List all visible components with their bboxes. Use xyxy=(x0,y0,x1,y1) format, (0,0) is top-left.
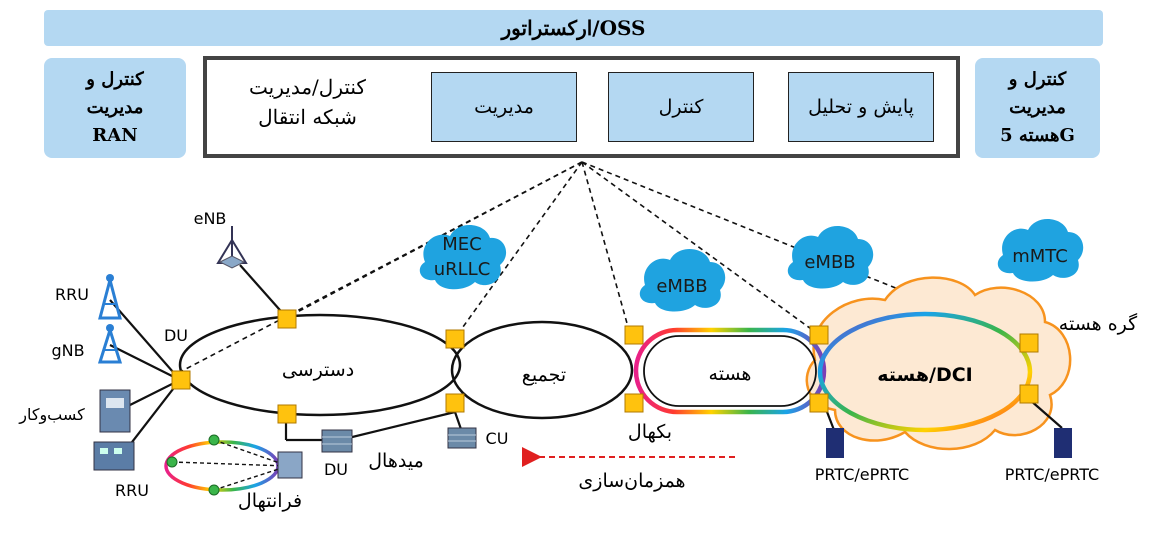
switch-node xyxy=(1019,333,1039,353)
cloud-label-embb-core: eMBB xyxy=(656,276,707,297)
oss-orchestrator-bar: ارکستراتور/OSS xyxy=(44,10,1103,46)
label-du-top: DU xyxy=(164,326,188,345)
dci-ring xyxy=(817,311,1033,433)
core5g-management-box: کنترل و مدیریت هسته 5G xyxy=(975,58,1100,158)
label-business: کسب‌وکار xyxy=(18,405,85,425)
ring-label-dci: هسته/DCI xyxy=(877,364,973,386)
fronthaul-hub-icon xyxy=(277,451,303,479)
switch-node xyxy=(624,325,644,345)
fronthaul-ring xyxy=(164,440,280,492)
business-building-icon xyxy=(99,389,131,433)
switch-node xyxy=(809,325,829,345)
ring-label-access: دسترسی xyxy=(282,359,354,381)
rru-tower-icon xyxy=(98,274,122,320)
switch-node xyxy=(171,370,191,390)
label-midhaul: میدهال xyxy=(368,450,424,472)
prtc-server-icon xyxy=(826,428,844,458)
du-server-icon xyxy=(321,429,353,453)
label-enb: eNB xyxy=(194,209,227,228)
radio-unit-icon xyxy=(208,434,220,446)
radio-unit-icon xyxy=(208,484,220,496)
transport-management-title: کنترل/مدیریت شبکه انتقال xyxy=(249,75,366,129)
ring-label-core: هسته xyxy=(709,363,752,385)
label-fronthaul: فرانتهال xyxy=(238,490,302,512)
switch-node xyxy=(277,404,297,424)
core-ring-rainbow xyxy=(633,327,827,415)
label-sync: همزمان‌سازی xyxy=(578,470,685,492)
core-ring-black xyxy=(643,335,817,407)
switch-node xyxy=(809,393,829,413)
label-core-node: گره هسته xyxy=(1059,312,1138,335)
management-dashed-links xyxy=(179,161,1031,373)
cloud-label-mec: MEC xyxy=(442,234,481,255)
fronthaul-dashed-links xyxy=(171,439,289,491)
label-cu: CU xyxy=(486,429,509,448)
label-gnb: gNB xyxy=(51,341,84,360)
mec-urllc-cloud xyxy=(419,224,507,290)
cu-server-icon xyxy=(447,427,477,449)
mmtc-cloud xyxy=(997,218,1084,282)
monitoring-analysis-module: پایش و تحلیل xyxy=(788,72,934,142)
switch-nodes xyxy=(171,309,1039,424)
control-module: کنترل xyxy=(608,72,754,142)
management-module: مدیریت xyxy=(431,72,577,142)
prtc-server-icon xyxy=(1054,428,1072,458)
label-prtc-2: PRTC/ePRTC xyxy=(1005,465,1099,484)
switch-node xyxy=(277,309,297,329)
switch-node xyxy=(1019,384,1039,404)
ran-management-box: کنترل و مدیریت RAN xyxy=(44,58,186,158)
switch-node xyxy=(445,329,465,349)
label-rru-top: RRU xyxy=(55,285,89,304)
label-prtc-1: PRTC/ePRTC xyxy=(815,465,909,484)
embb-cloud-core xyxy=(639,248,726,312)
switch-node xyxy=(445,393,465,413)
cloud-label-mmtc: mMTC xyxy=(1012,246,1068,267)
label-rru-bottom: RRU xyxy=(115,481,149,500)
switch-node xyxy=(624,393,644,413)
aggregation-ring xyxy=(450,320,634,420)
label-backhaul: بکهال xyxy=(628,421,672,443)
cloud-label-embb-dci: eMBB xyxy=(804,252,855,273)
radio-unit-icon xyxy=(166,456,178,468)
ring-label-aggregation: تجمیع xyxy=(522,364,566,386)
label-du-bottom: DU xyxy=(324,460,348,479)
cloud-label-urllc: uRLLC xyxy=(434,259,491,280)
embb-cloud-dci xyxy=(787,225,874,289)
rru-building-icon xyxy=(93,441,135,471)
access-ring xyxy=(178,313,462,417)
gnb-tower-icon xyxy=(97,324,123,364)
fronthaul-radio-icons xyxy=(166,434,220,496)
enb-icon xyxy=(216,226,248,269)
